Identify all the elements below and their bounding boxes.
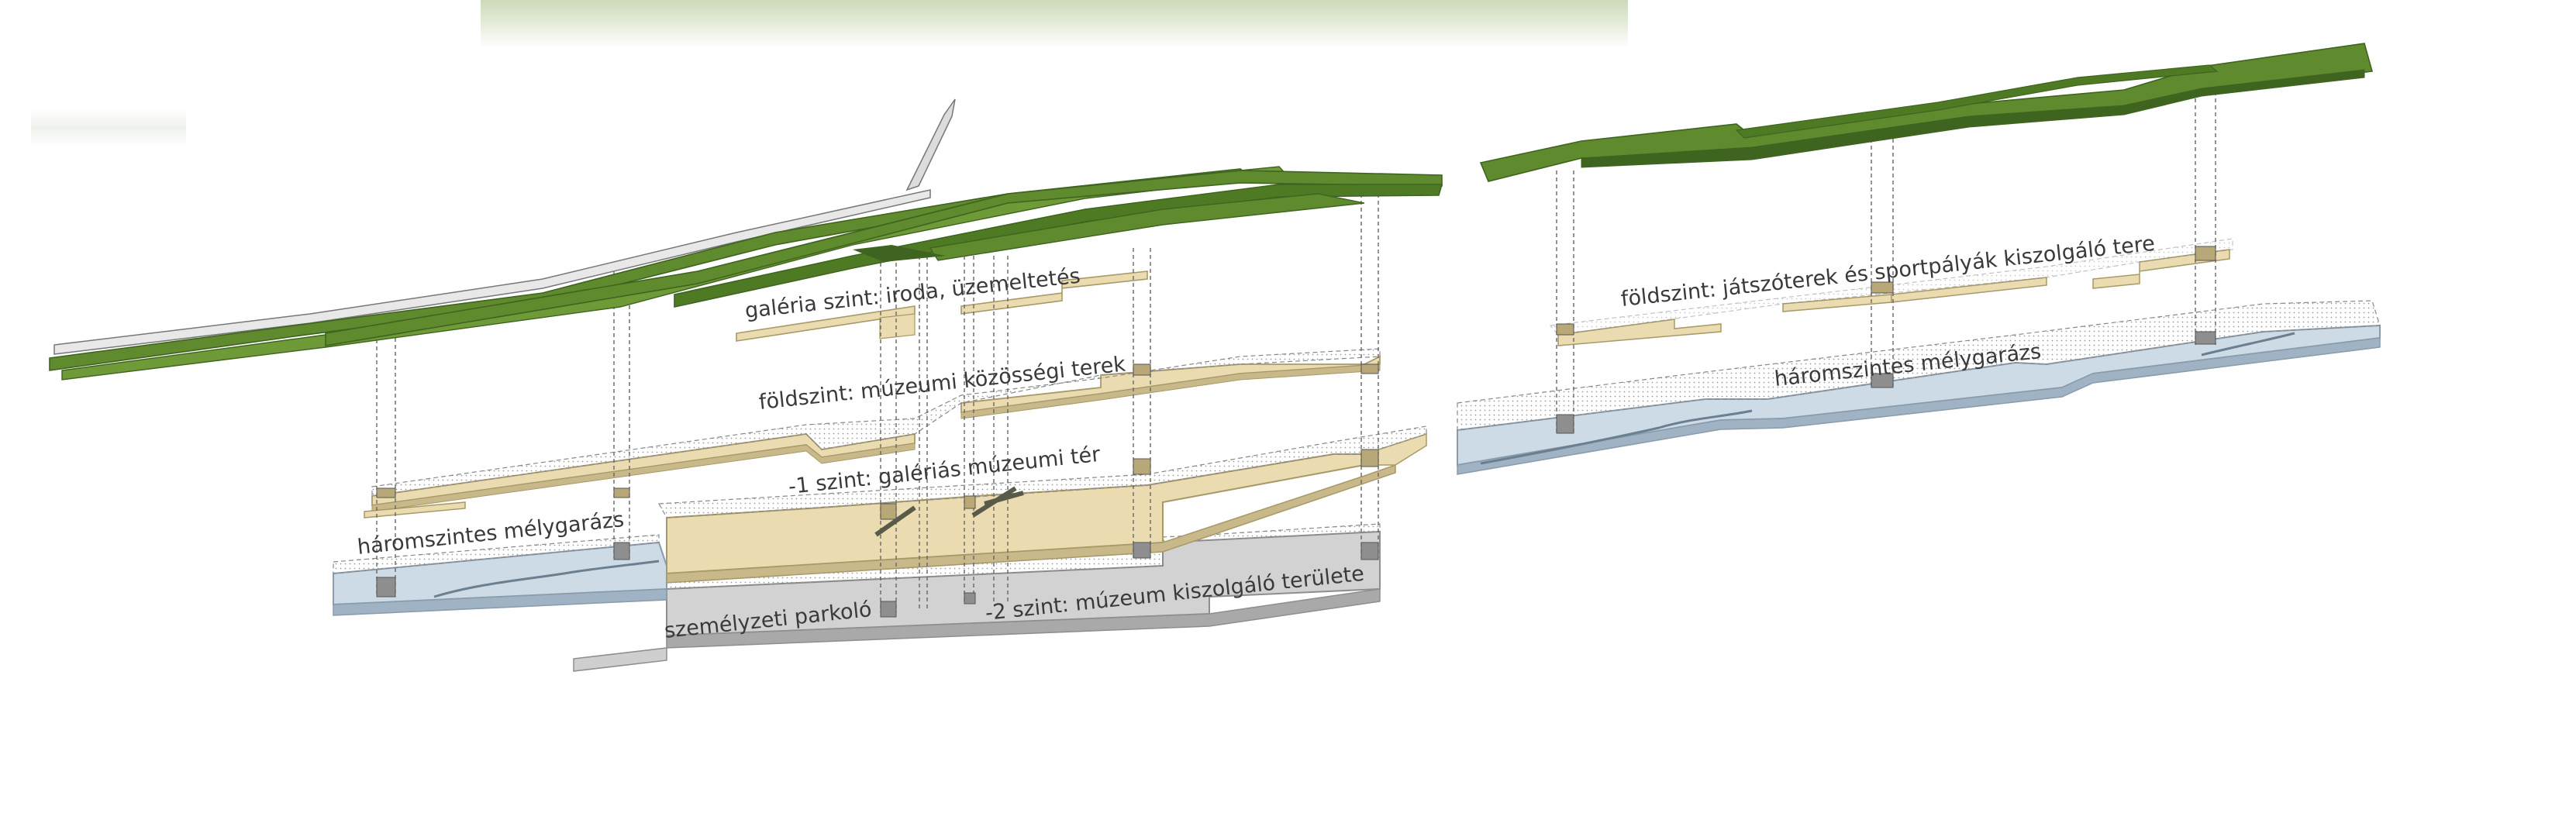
ground-level-slab — [364, 348, 1381, 518]
left-columns — [376, 194, 1379, 612]
right-column-cores — [1556, 246, 2216, 434]
background-wash-left — [31, 108, 186, 147]
left-roof — [49, 98, 1443, 381]
left-section: galéria szint: iroda, üzemeltetés földsz… — [49, 98, 1443, 672]
right-section: földszint: játszóterek és sportpályák ki… — [1457, 43, 2381, 475]
gallery-level-slab — [736, 270, 1148, 342]
left-garage-slab — [333, 534, 667, 616]
background-wash — [481, 0, 1628, 48]
right-columns — [1556, 78, 2216, 434]
stair-elements — [874, 486, 1024, 537]
left-column-cores — [376, 363, 1379, 618]
right-roof — [1479, 43, 2374, 182]
right-garage-slab — [1457, 300, 2381, 475]
